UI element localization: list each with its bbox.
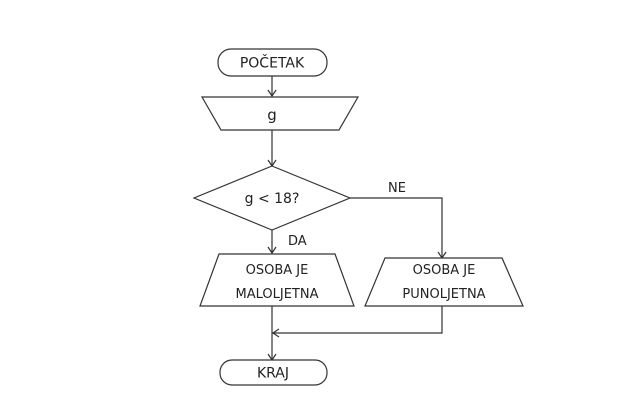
decision-diamond: g < 18?: [192, 165, 352, 231]
decision-label: g < 18?: [245, 191, 300, 207]
start-terminator: POČETAK: [217, 48, 328, 77]
output-adult-shape: OSOBA JE PUNOLJETNA: [364, 257, 524, 307]
arrowhead-merge: [271, 328, 280, 338]
yes-label: DA: [288, 234, 307, 249]
input-shape: g: [200, 96, 360, 131]
connector-no-branch: [350, 197, 443, 258]
output-adult-line2: PUNOLJETNA: [402, 287, 485, 302]
arrowhead-input: [267, 89, 277, 98]
output-adult-line1: OSOBA JE: [413, 263, 476, 278]
connector-adult-merge: [272, 306, 443, 334]
input-label: g: [267, 106, 277, 124]
output-minor-shape: OSOBA JE MALOLJETNA: [199, 253, 355, 307]
end-label: KRAJ: [257, 366, 289, 382]
arrowhead-yes-branch: [267, 246, 277, 255]
no-label: NE: [388, 181, 406, 196]
start-label: POČETAK: [240, 54, 305, 72]
output-minor-line1: OSOBA JE: [246, 263, 309, 278]
output-minor-line2: MALOLJETNA: [236, 287, 319, 302]
end-terminator: KRAJ: [219, 359, 328, 386]
